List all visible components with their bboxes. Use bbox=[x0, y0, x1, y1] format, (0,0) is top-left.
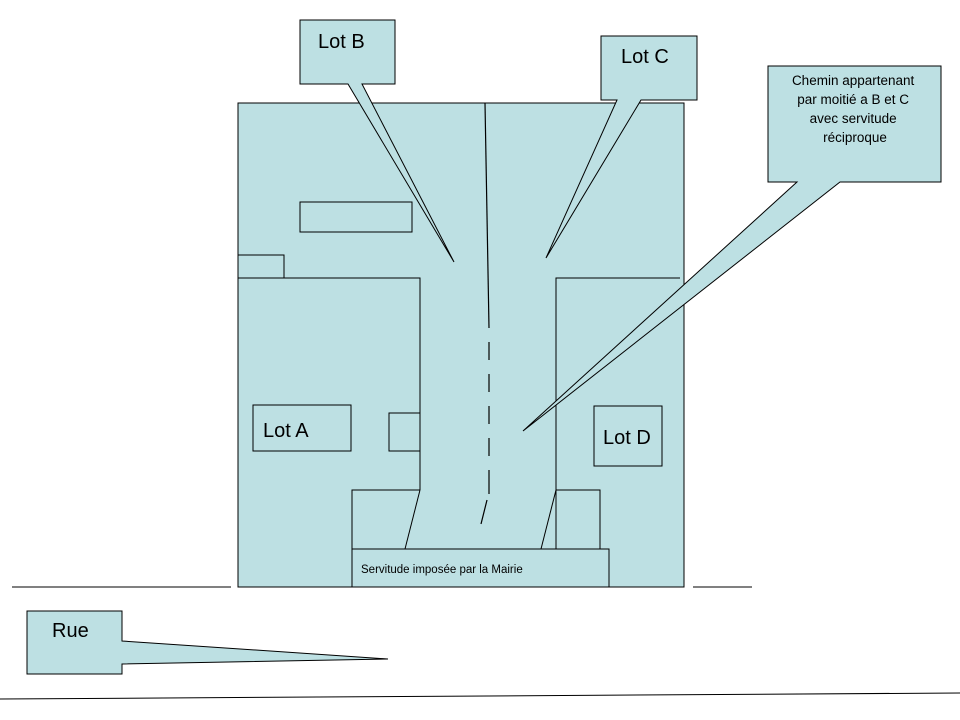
center-path-line bbox=[480, 102, 490, 525]
servitude-mairie-box bbox=[351, 548, 610, 588]
lot-b-label: Lot B bbox=[318, 31, 365, 53]
svg-text:Chemin appartenant par m: Chemin appartenant par moitié a B et C a… bbox=[792, 73, 918, 145]
chemin-callout: Chemin appartenant par moitié a B et C a… bbox=[522, 65, 942, 432]
rue-label: Rue bbox=[52, 620, 89, 642]
chemin-label-line4: réciproque bbox=[823, 130, 887, 145]
chemin-label-line3: avec servitude bbox=[810, 111, 897, 126]
lot-a-box bbox=[252, 404, 352, 452]
servitude-mairie-label: Servitude imposée par la Mairie bbox=[361, 564, 523, 576]
lot-c-callout: Lot C bbox=[545, 35, 698, 259]
lot-b-callout: Lot B bbox=[299, 19, 455, 263]
building-top bbox=[299, 201, 413, 233]
chemin-label-line2: par moitié a B et C bbox=[797, 92, 909, 107]
lot-d-label: Lot D bbox=[603, 427, 651, 449]
chemin-label-line1: Chemin appartenant bbox=[792, 73, 915, 88]
rue-callout: Rue bbox=[26, 610, 389, 675]
lot-d-box bbox=[593, 405, 663, 467]
street-lines bbox=[0, 586, 960, 700]
lot-a-label: Lot A bbox=[263, 420, 309, 442]
lot-c-label: Lot C bbox=[621, 46, 669, 68]
main-parcel bbox=[237, 102, 685, 588]
building-small bbox=[388, 412, 421, 452]
